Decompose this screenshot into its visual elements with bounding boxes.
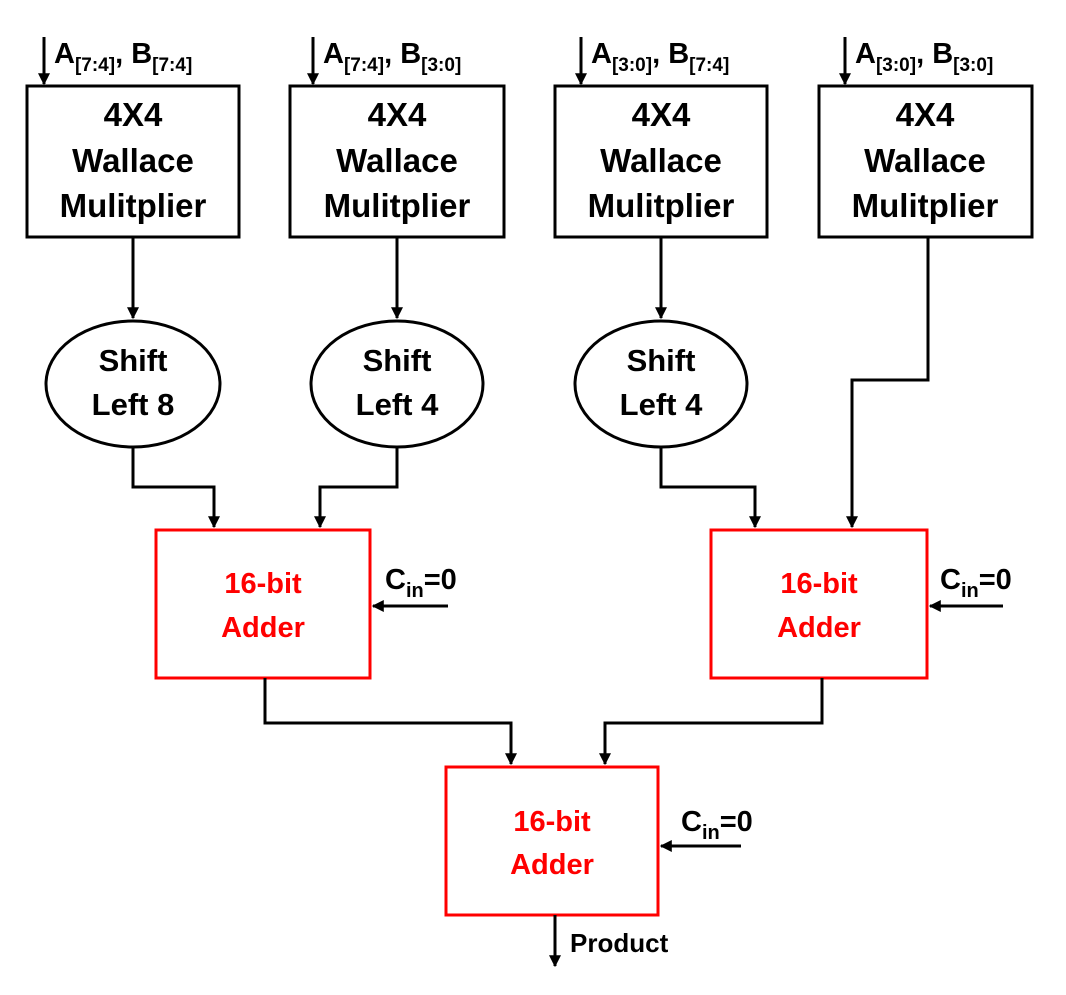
multiplier-box-1: 4X4 Wallace Mulitplier — [25, 84, 241, 239]
multiplier-box-3: 4X4 Wallace Mulitplier — [553, 84, 769, 239]
adder-2: 16-bit Adder — [709, 528, 929, 680]
svg-text:Wallace: Wallace — [336, 142, 458, 179]
svg-text:Wallace: Wallace — [864, 142, 986, 179]
svg-text:16-bit: 16-bit — [513, 806, 591, 838]
adder-1: 16-bit Adder — [154, 528, 372, 680]
svg-text:Wallace: Wallace — [600, 142, 722, 179]
svg-text:16-bit: 16-bit — [224, 568, 302, 600]
wire-adder1-final — [263, 678, 517, 766]
svg-text:Left 4: Left 4 — [620, 387, 703, 422]
svg-text:Adder: Adder — [221, 612, 305, 644]
wire-mult4-adder2 — [846, 237, 930, 529]
svg-text:4X4: 4X4 — [368, 96, 427, 133]
multiplier-box-2: 4X4 Wallace Mulitplier — [288, 84, 506, 239]
svg-text:Mulitplier: Mulitplier — [60, 187, 207, 224]
svg-text:16-bit: 16-bit — [780, 568, 858, 600]
shift-left-8-node: Shift Left 8 — [44, 319, 222, 449]
svg-text:4X4: 4X4 — [104, 96, 163, 133]
cin-label-adder-final: Cin=0 — [681, 806, 753, 844]
svg-text:Shift: Shift — [363, 343, 432, 378]
svg-text:4X4: 4X4 — [632, 96, 691, 133]
svg-text:Left 8: Left 8 — [92, 387, 175, 422]
shift-left-4-node-2: Shift Left 4 — [573, 319, 749, 449]
svg-text:Mulitplier: Mulitplier — [852, 187, 999, 224]
svg-text:Shift: Shift — [99, 343, 168, 378]
svg-text:Shift: Shift — [627, 343, 696, 378]
wire-shift4a-adder1 — [314, 447, 399, 529]
input-label-2: A[7:4], B[3:0] — [323, 38, 461, 76]
adder-final: 16-bit Adder — [444, 765, 660, 917]
multiplier-box-4: 4X4 Wallace Mulitplier — [817, 84, 1034, 239]
wire-adder2-final — [599, 678, 824, 766]
cin-label-adder-1: Cin=0 — [385, 564, 457, 602]
svg-text:Mulitplier: Mulitplier — [324, 187, 471, 224]
cin-label-adder-2: Cin=0 — [940, 564, 1012, 602]
output-label: Product — [570, 928, 669, 958]
wire-shift8-adder1 — [131, 447, 220, 529]
input-label-1: A[7:4], B[7:4] — [54, 38, 192, 76]
svg-text:Wallace: Wallace — [72, 142, 194, 179]
svg-text:Left 4: Left 4 — [356, 387, 439, 422]
input-label-4: A[3:0], B[3:0] — [855, 38, 993, 76]
svg-text:Adder: Adder — [510, 849, 594, 881]
wire-shift4b-adder2 — [659, 447, 761, 529]
svg-text:4X4: 4X4 — [896, 96, 955, 133]
svg-text:Mulitplier: Mulitplier — [588, 187, 735, 224]
shift-left-4-node-1: Shift Left 4 — [309, 319, 485, 449]
input-label-3: A[3:0], B[7:4] — [591, 38, 729, 76]
svg-text:Adder: Adder — [777, 612, 861, 644]
